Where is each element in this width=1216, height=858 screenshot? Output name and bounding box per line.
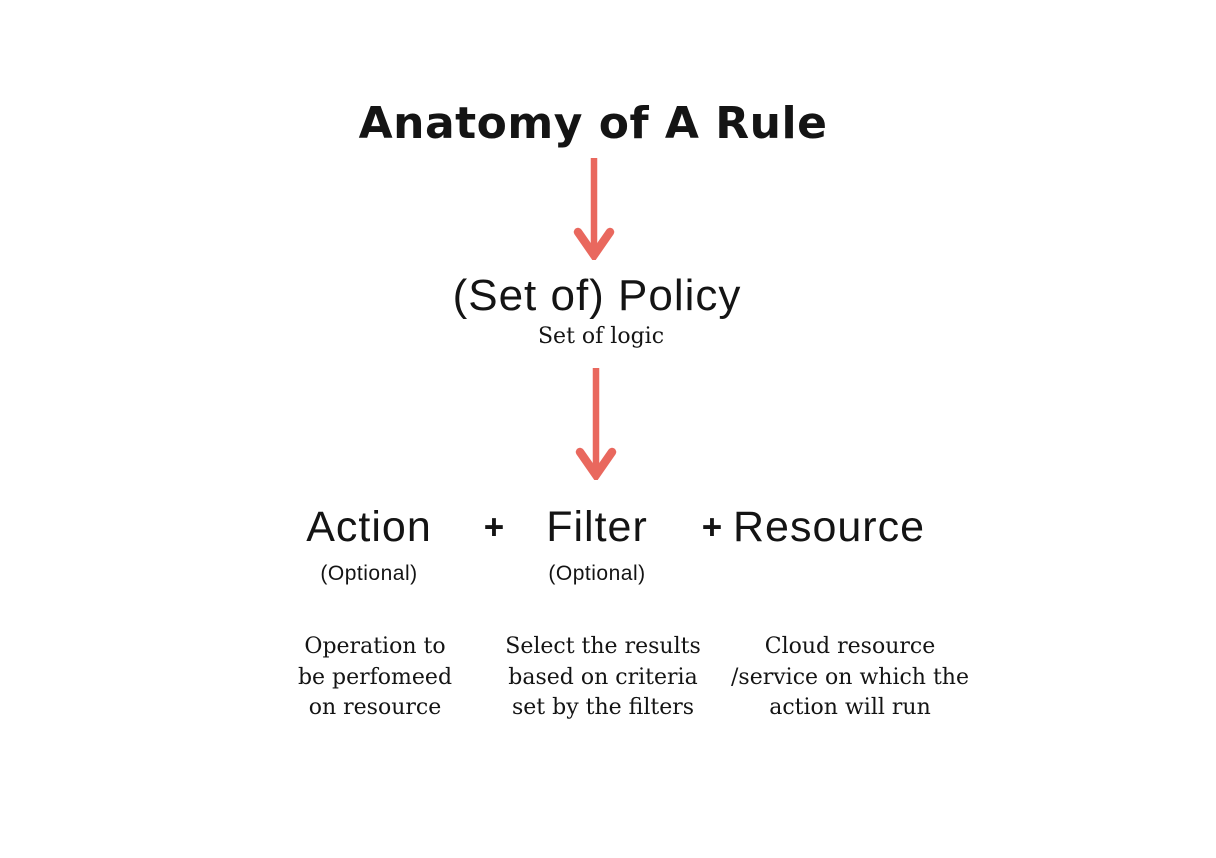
description-line: set by the filters xyxy=(511,695,695,720)
description-line: action will run xyxy=(769,695,931,720)
description-action: Operation to be perfomeed on resource xyxy=(298,632,452,724)
policy-label: (Set of) Policy xyxy=(452,271,742,320)
arrow-down-icon xyxy=(572,158,616,263)
description-filter: Select the results based on criteria set… xyxy=(505,632,701,724)
component-label-resource: Resource xyxy=(732,503,926,551)
description-line: Operation to xyxy=(304,634,446,659)
optional-tag-action: (Optional) xyxy=(320,562,418,585)
policy-sublabel: Set of logic xyxy=(537,324,665,349)
description-line: Cloud resource xyxy=(764,634,936,659)
diagram-title: Anatomy of A Rule xyxy=(358,98,828,149)
component-label-action: Action xyxy=(306,503,432,551)
optional-tag-filter: (Optional) xyxy=(548,562,646,585)
description-line: be perfomeed xyxy=(297,664,453,690)
component-label-filter: Filter xyxy=(546,503,648,551)
description-line: /service on which the xyxy=(731,664,969,690)
description-line: on resource xyxy=(308,695,442,720)
arrow-down-icon xyxy=(574,368,618,483)
description-line: based on criteria xyxy=(508,664,698,690)
description-line: Select the results xyxy=(505,634,701,659)
plus-sign: + xyxy=(701,508,723,547)
plus-sign: + xyxy=(483,508,505,547)
description-resource: Cloud resource /service on which the act… xyxy=(731,632,969,724)
